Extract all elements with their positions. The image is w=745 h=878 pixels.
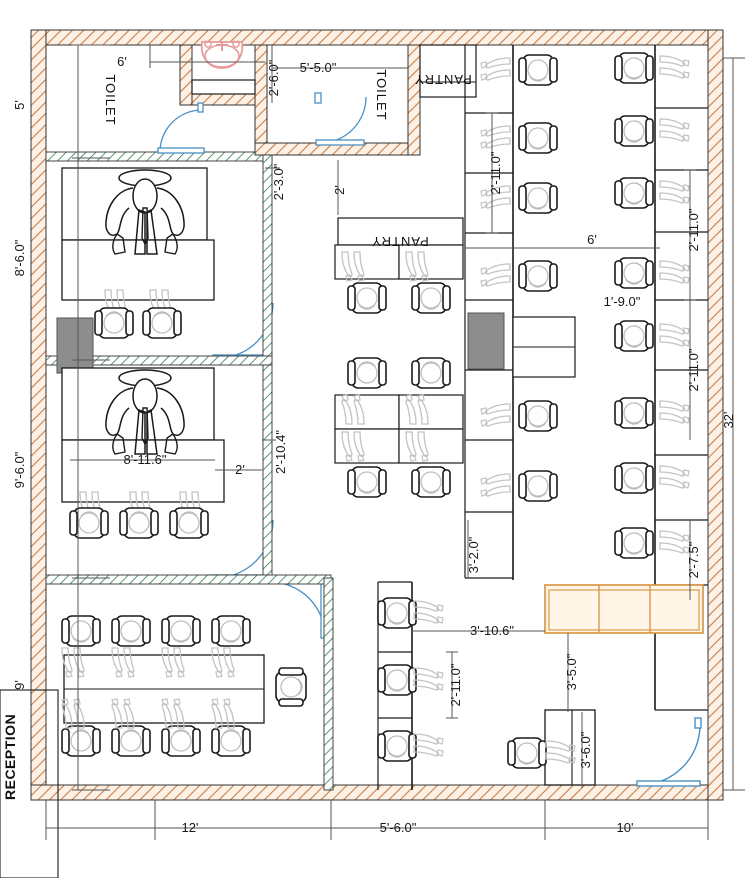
dim-ws-bottom-3-10-6: 3'-10.6"	[470, 623, 514, 638]
dim-ws-col3-2-11-mid: 2'-11.0"	[686, 348, 701, 391]
manager-cabins	[45, 154, 334, 791]
dim-pantry-door-2: 2'	[332, 185, 347, 195]
dim-door-2-3: 2'-3.0"	[271, 163, 286, 200]
pantry-chair-4	[411, 357, 451, 389]
ws-right-arms-7	[659, 465, 690, 489]
ws-mid-chair-2	[518, 122, 558, 154]
conf-chair-b4	[211, 725, 251, 757]
dim-bottom-5-6: 5'-6.0"	[380, 820, 417, 835]
pantry-chair-2	[411, 282, 451, 314]
ws-mid-chair-1	[518, 54, 558, 86]
dim-cabin-8-11-6: 8'-11.6"	[124, 452, 167, 467]
room-label-toilet-right: TOILET	[374, 69, 389, 120]
ws-mid-chair-3	[518, 182, 558, 214]
ws-right-arms-1	[659, 55, 690, 79]
ws-right-arms-5	[659, 323, 690, 347]
visitor-chair-3	[69, 507, 109, 539]
ws-bottom-chair-4	[507, 737, 547, 769]
room-label-toilet-left: TOILET	[103, 74, 118, 125]
ws-right-chair-5	[614, 320, 654, 352]
pantry-chair-3	[347, 357, 387, 389]
room-label-pantry-mid: PANTRY	[371, 234, 429, 249]
dim-left-8-6: 8'-6.0"	[12, 239, 27, 276]
dim-ws-bottom-2-11: 2'-11.0"	[448, 663, 463, 706]
visitor-chair-4	[119, 507, 159, 539]
dim-right-32: 32'	[721, 412, 736, 429]
ws-mid-chair-5	[518, 400, 558, 432]
conf-chair-b1	[61, 725, 101, 757]
dimension-lines	[45, 44, 745, 840]
ws-bottom-arms-2	[413, 667, 444, 691]
dim-bottom-12: 12'	[182, 820, 199, 835]
ws-right-chair-3	[614, 177, 654, 209]
reception-conference	[61, 615, 307, 757]
conf-chair-b3	[161, 725, 201, 757]
dim-storage-3-5: 3'-5.0"	[564, 653, 579, 690]
visitor-chair-1	[94, 307, 134, 339]
ws-bottom-chair-1	[377, 597, 417, 629]
ws-right-chair-2	[614, 115, 654, 147]
pantry-chair-5	[347, 466, 387, 498]
dim-desk-3-6: 3'-6.0"	[578, 731, 593, 768]
workstation-bottom-center	[377, 581, 704, 790]
room-labels: TOILET TOILET PANTRY PANTRY RECEPTION	[0, 69, 472, 878]
ws-bottom-arms-3	[413, 733, 444, 757]
dim-ws-col3-2-7-5: 2'-7.5"	[686, 541, 701, 578]
ws-right-arms-3	[659, 180, 690, 204]
ws-bottom-arms-1	[413, 600, 444, 624]
ws-right-chair-7	[614, 462, 654, 494]
ws-right-arms-8	[659, 530, 690, 554]
dim-left-5: 5'	[12, 100, 27, 110]
dim-ws-col2-6: 6'	[587, 232, 597, 247]
dim-left-9: 9'	[12, 680, 27, 690]
ws-right-arms-4	[659, 260, 690, 284]
ws-mid-arms-4	[480, 263, 511, 287]
visitor-chair-2	[142, 307, 182, 339]
sink-fixture	[200, 40, 244, 69]
pantry-desk-cluster	[334, 217, 464, 498]
ws-mid-arms-1	[480, 57, 511, 81]
workstation-column-mid	[464, 45, 576, 580]
pantry-chair-6	[411, 466, 451, 498]
dim-ws-col3-2-11-top: 2'-11.0"	[686, 208, 701, 251]
visitor-chair-5	[169, 507, 209, 539]
ws-mid-arms-2	[480, 125, 511, 149]
conf-chair-b2	[111, 725, 151, 757]
dim-toilet-right-5-5: 5'-5.0"	[300, 60, 337, 75]
conf-chair-head	[275, 667, 307, 707]
ws-right-arms-2	[659, 118, 690, 142]
ws-right-chair-1	[614, 52, 654, 84]
dim-ws-col2-2-11-top: 2'-11.0"	[488, 151, 503, 194]
ws-right-chair-4	[614, 257, 654, 289]
conf-chair-t3	[161, 615, 201, 647]
dim-sink-2-6: 2'-6.0"	[266, 59, 281, 96]
ws-mid-chair-6	[518, 470, 558, 502]
ws-bottom-chair-3	[377, 730, 417, 762]
ws-right-arms-6	[659, 400, 690, 424]
dim-cabin-2-10-4: 2'-10.4"	[273, 430, 288, 474]
dim-left-9-6: 9'-6.0"	[12, 451, 27, 488]
conf-chair-t4	[211, 615, 251, 647]
ws-bottom-chair-2	[377, 664, 417, 696]
conf-chair-t2	[111, 615, 151, 647]
ws-right-chair-6	[614, 397, 654, 429]
ws-mid-arms-5	[480, 403, 511, 427]
room-label-reception: RECEPTION	[2, 714, 18, 800]
ws-mid-arms-6	[480, 473, 511, 497]
dim-bottom-10: 10'	[617, 820, 634, 835]
dimension-labels: 5' 8'-6.0" 9'-6.0" 9' 32' 12' 5'-6.0" 10…	[12, 54, 736, 835]
dim-toilet-left-6: 6'	[117, 54, 127, 69]
dim-ws-col2-3-2: 3'-2.0"	[466, 536, 481, 573]
conf-chair-t1	[61, 615, 101, 647]
toilet-pantry-block	[45, 40, 477, 162]
dim-ws-col3-1-9: 1'-9.0"	[604, 294, 641, 309]
ws-right-chair-8	[614, 527, 654, 559]
pantry-chair-1	[347, 282, 387, 314]
dim-cabin-2: 2'	[235, 462, 245, 477]
ws-mid-chair-4	[518, 260, 558, 292]
room-label-pantry-top: PANTRY	[414, 72, 472, 87]
